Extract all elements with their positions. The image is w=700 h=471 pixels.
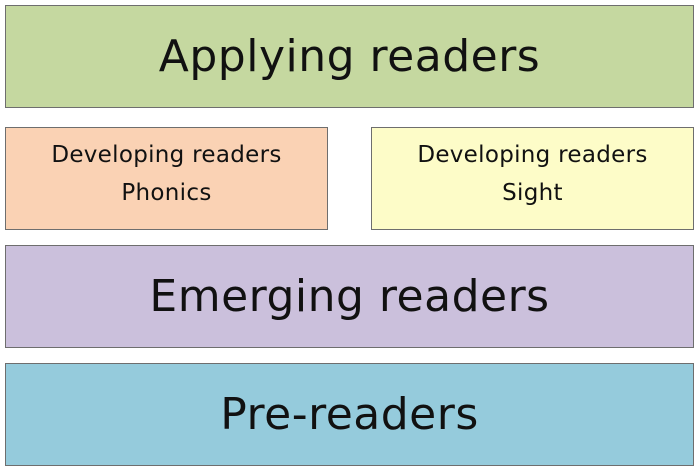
pre-readers-label: Pre-readers	[220, 389, 479, 440]
developing-readers-phonics-box: Developing readers Phonics	[5, 127, 328, 230]
phonics-label: Phonics	[121, 179, 212, 206]
applying-readers-box: Applying readers	[5, 5, 694, 108]
developing-readers-phonics-title: Developing readers	[51, 141, 282, 168]
emerging-readers-label: Emerging readers	[149, 271, 550, 322]
applying-readers-label: Applying readers	[158, 31, 541, 82]
sight-label: Sight	[502, 179, 563, 206]
emerging-readers-box: Emerging readers	[5, 245, 694, 348]
pre-readers-box: Pre-readers	[5, 363, 694, 466]
developing-readers-sight-title: Developing readers	[417, 141, 648, 168]
developing-readers-sight-box: Developing readers Sight	[371, 127, 694, 230]
